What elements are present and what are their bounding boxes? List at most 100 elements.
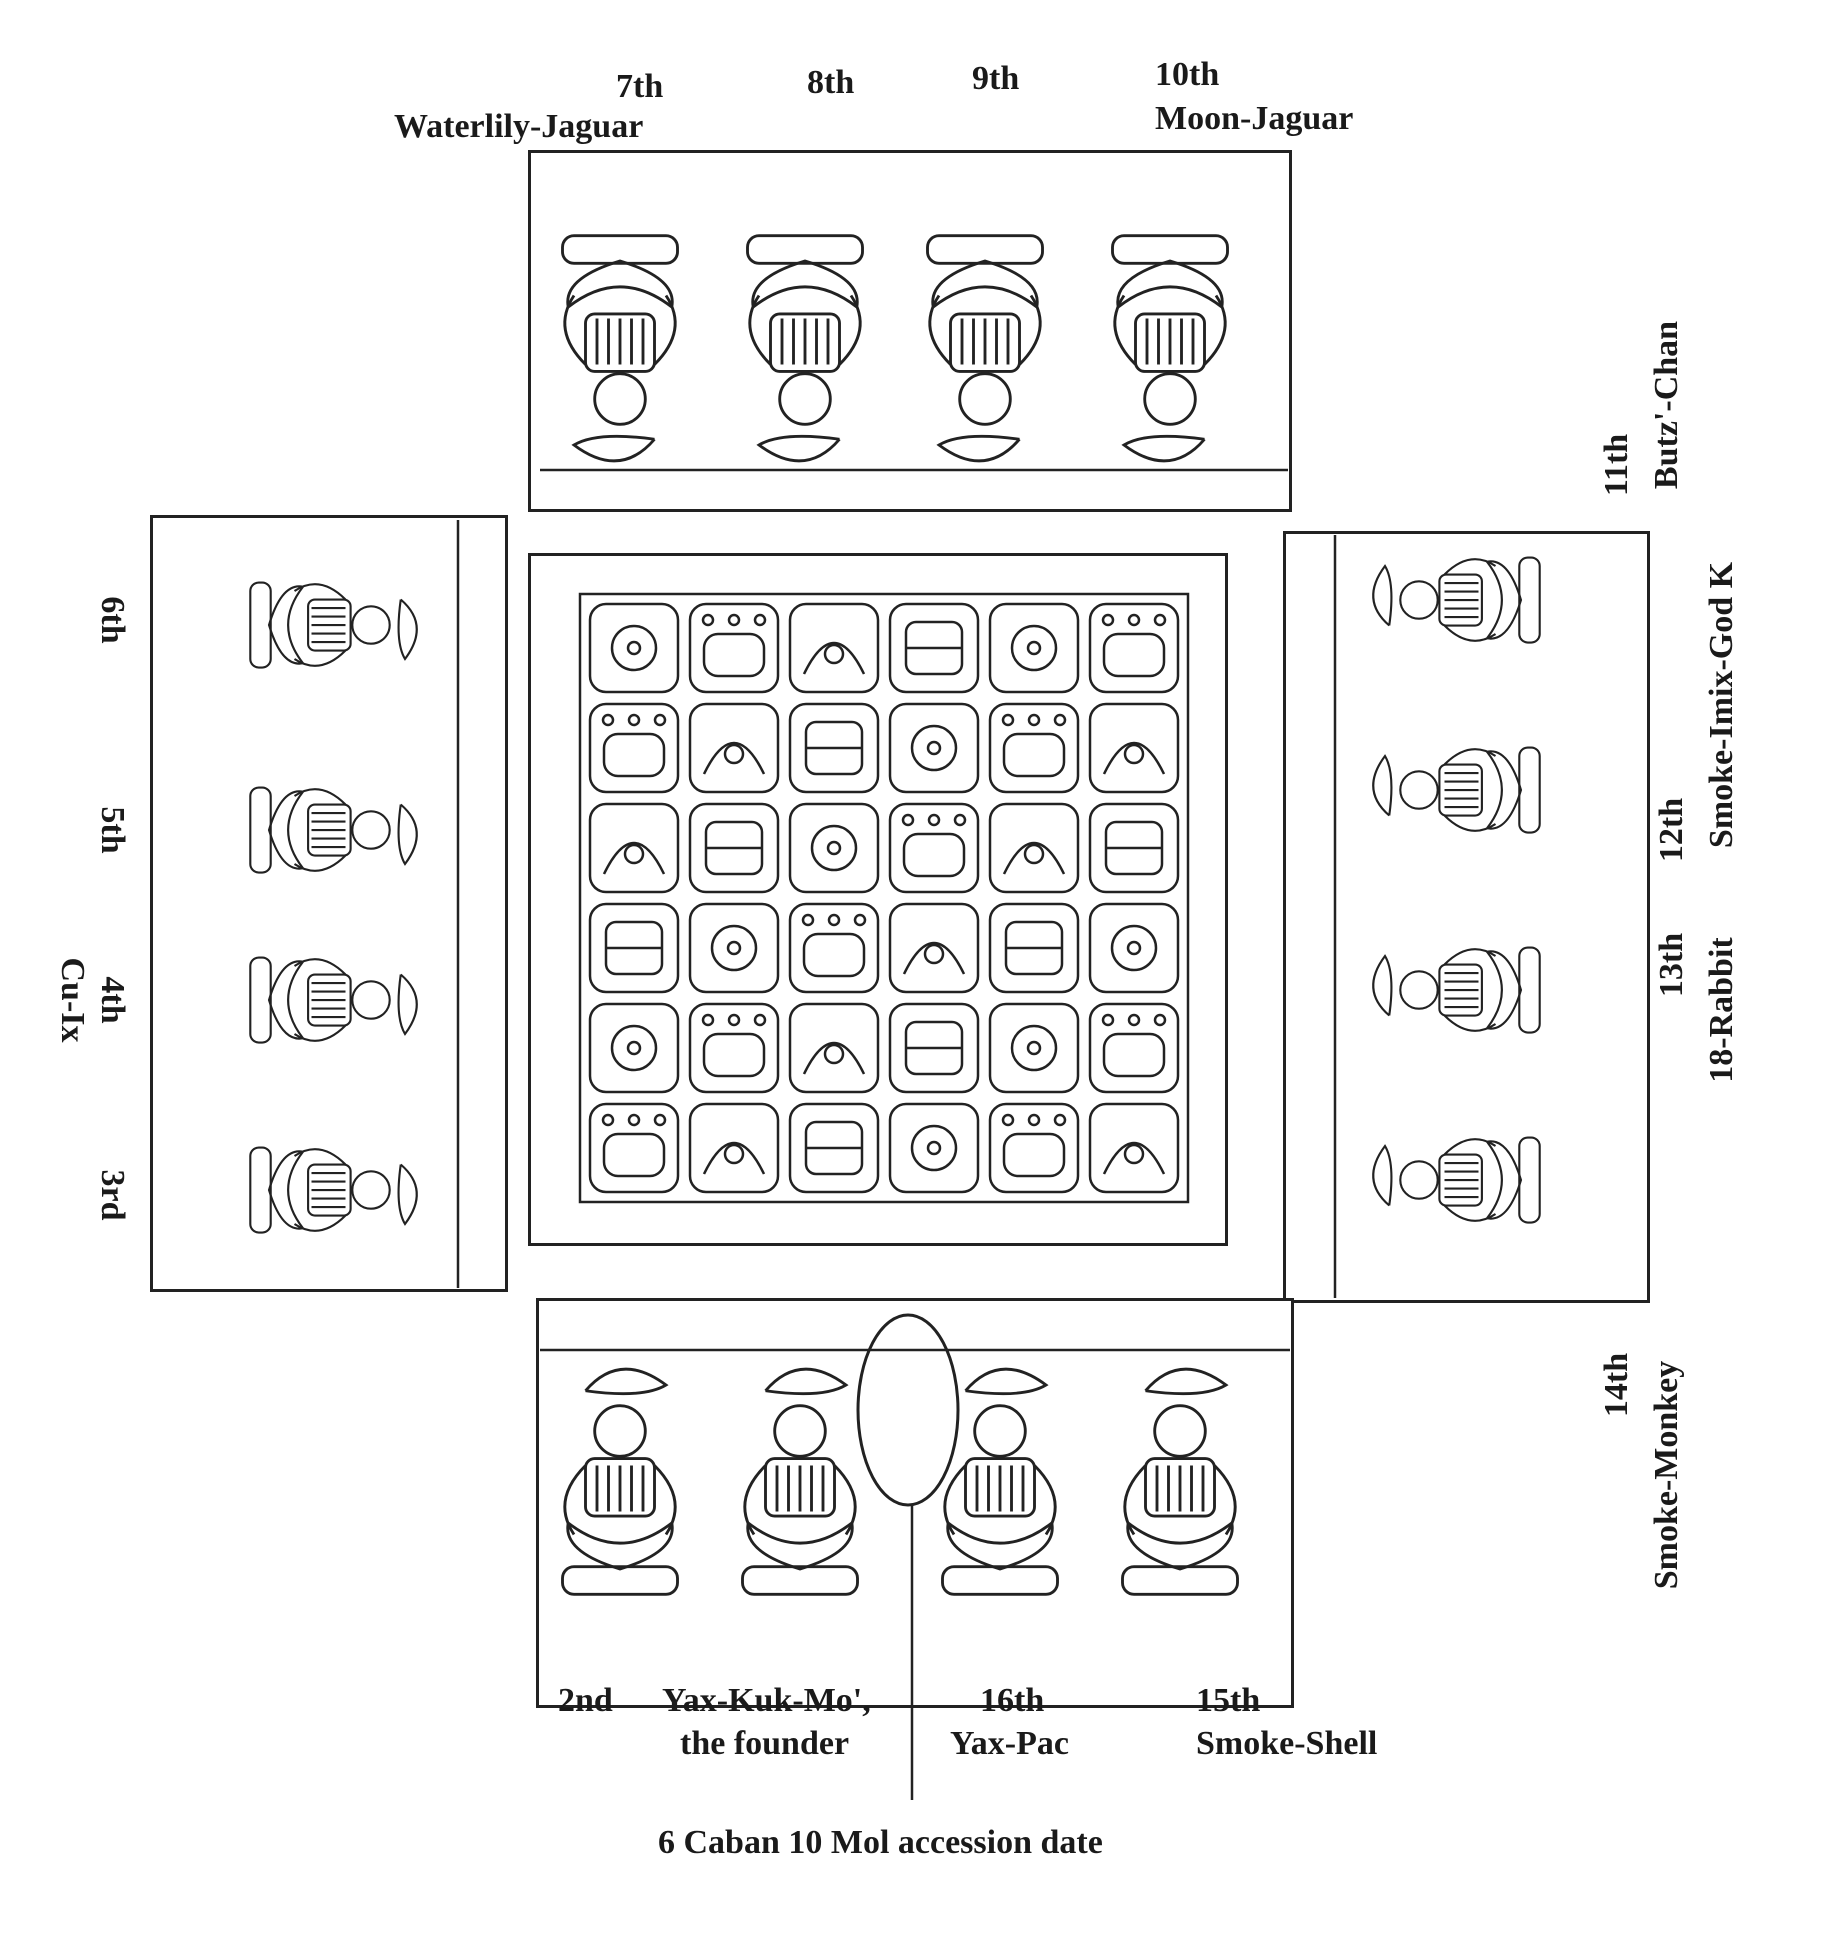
figure-arm [838, 294, 862, 366]
figure-headdress [1144, 1367, 1229, 1396]
figure-arm [293, 788, 347, 806]
label-9th: 9th [972, 60, 1020, 97]
figure-headdress [584, 1367, 669, 1396]
seated-figure [249, 786, 418, 874]
glyph-dot [1001, 1113, 1015, 1127]
glyph-curl [602, 842, 666, 875]
label-11th: 11th [1598, 433, 1635, 497]
glyph-block [688, 902, 780, 994]
glyph-grid-border [578, 592, 1190, 1204]
glyph-block [788, 1102, 880, 1194]
glyph-dot [1026, 1040, 1042, 1056]
figure-arm [653, 294, 677, 366]
label-2nd: 2nd [558, 1682, 613, 1719]
figure-legs [1116, 259, 1224, 310]
seated-figure [1372, 556, 1541, 644]
figure-head [1399, 1160, 1439, 1200]
glyph-block [788, 602, 880, 694]
glyph-dot [627, 713, 641, 727]
seated-figure [249, 1146, 418, 1234]
label-5th: 5th [94, 806, 131, 854]
glyph-dot [1053, 1113, 1067, 1127]
glyph-block [688, 602, 780, 694]
glyph-dot [1101, 1013, 1115, 1027]
seated-figure [926, 234, 1044, 463]
glyph-dot [626, 640, 642, 656]
glyph-curl [702, 1142, 766, 1175]
glyph-dot [1126, 940, 1142, 956]
label-8th: 8th [807, 64, 855, 101]
glyph-block [788, 802, 880, 894]
glyph-block [988, 602, 1080, 694]
figure-arm [1443, 948, 1497, 966]
glyph-block [988, 1102, 1080, 1194]
figure-seat [249, 956, 272, 1044]
figure-headdress [397, 973, 418, 1036]
figure-seat [1111, 234, 1229, 265]
glyph-block [588, 1102, 680, 1194]
glyph-block [1088, 802, 1180, 894]
figure-seat [941, 1565, 1059, 1596]
figure-legs [267, 790, 305, 870]
glyph-curl [1102, 742, 1166, 775]
figure-seat [1121, 1565, 1239, 1596]
label-cu-ix: Cu-Ix [54, 957, 91, 1043]
figure-head [1399, 770, 1439, 810]
figure-headdress [571, 434, 656, 463]
glyph-curl [702, 742, 766, 775]
glyph-dot [1123, 743, 1145, 765]
figure-arm [293, 1214, 347, 1232]
glyph-block [1088, 702, 1180, 794]
glyph-block [788, 1002, 880, 1094]
figure-seat [1518, 556, 1541, 644]
glyph-ring [710, 924, 758, 972]
figure-torso [307, 973, 352, 1027]
figure-legs [746, 1520, 854, 1571]
seated-figure [249, 581, 418, 669]
glyph-dot [701, 613, 715, 627]
figure-head [1399, 580, 1439, 620]
figure-headdress [1121, 434, 1206, 463]
figure-arm [833, 1464, 857, 1536]
glyph-cartouche [602, 1132, 666, 1178]
label-16th: 16th [980, 1682, 1045, 1719]
label-butz-chan: Butz'-Chan [1648, 320, 1685, 490]
glyph-dot [953, 813, 967, 827]
glyph-block [588, 602, 680, 694]
glyph-dot [826, 840, 842, 856]
figure-head [973, 1404, 1027, 1458]
figure-arm [748, 294, 772, 366]
figure-headdress [397, 598, 418, 661]
figure-torso [1438, 963, 1483, 1017]
glyph-dot [1123, 1143, 1145, 1165]
glyph-block [888, 902, 980, 994]
figure-legs [946, 1520, 1054, 1571]
glyph-dot [653, 713, 667, 727]
figure-legs [1485, 750, 1523, 830]
glyph-dot [801, 913, 815, 927]
label-6th: 6th [94, 596, 131, 644]
figure-legs [267, 585, 305, 665]
figure-arm [293, 583, 347, 601]
glyph-ring [1110, 924, 1158, 972]
figure-head [778, 372, 832, 426]
glyph-dot [853, 913, 867, 927]
figure-legs [1485, 950, 1523, 1030]
glyph-block [988, 902, 1080, 994]
label-12th: 12th [1653, 797, 1690, 863]
figure-torso [584, 1457, 656, 1518]
glyph-block [588, 702, 680, 794]
glyph-cartouche [1002, 732, 1066, 778]
glyph-block [1088, 902, 1180, 994]
figure-arm [1018, 294, 1042, 366]
glyph-dot [823, 643, 845, 665]
glyph-block [588, 902, 680, 994]
figure-headdress [1372, 1144, 1393, 1207]
glyph-cartouche [702, 1032, 766, 1078]
glyph-ring [610, 624, 658, 672]
glyph-block [988, 1002, 1080, 1094]
glyph-ring [1010, 624, 1058, 672]
seated-figure [1372, 1136, 1541, 1224]
glyph-dot [753, 613, 767, 627]
figure-seat [561, 234, 679, 265]
